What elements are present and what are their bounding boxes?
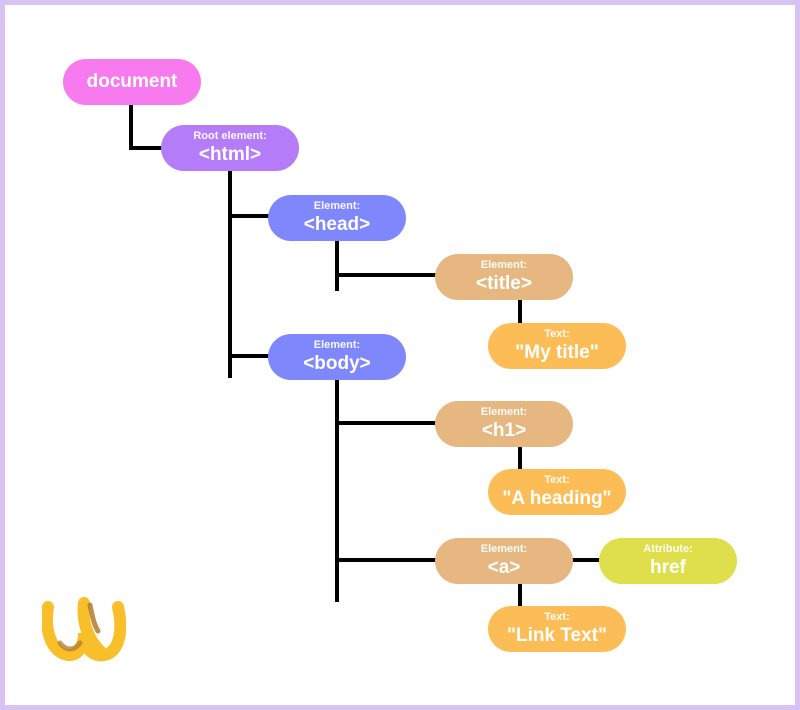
node-title-text-value: "My title" <box>515 341 599 363</box>
node-head-label: Element: <box>313 200 361 213</box>
node-a-attribute-label: Attribute: <box>643 543 693 556</box>
node-a-label: Element: <box>480 543 528 556</box>
node-title-text: Text: "My title" <box>488 323 626 369</box>
node-h1-tag: <h1> <box>481 419 527 441</box>
logo-icon <box>42 597 126 662</box>
node-h1-text-label: Text: <box>544 474 570 487</box>
node-a-text: Text: "Link Text" <box>488 606 626 652</box>
node-a-text-label: Text: <box>544 611 570 624</box>
node-body-tag: <body> <box>303 352 371 374</box>
node-head: Element: <head> <box>268 195 406 241</box>
node-document: document <box>63 59 201 105</box>
node-html: Root element: <html> <box>161 125 299 171</box>
node-html-label: Root element: <box>193 130 267 143</box>
node-h1: Element: <h1> <box>435 401 573 447</box>
connector-document-html <box>129 101 163 150</box>
node-title: Element: <title> <box>435 254 573 300</box>
node-h1-text-value: "A heading" <box>502 487 612 509</box>
node-title-text-label: Text: <box>544 328 570 341</box>
node-a-attribute: Attribute: href <box>599 538 737 584</box>
node-title-label: Element: <box>480 259 528 272</box>
node-a: Element: <a> <box>435 538 573 584</box>
node-body-label: Element: <box>313 339 361 352</box>
node-body: Element: <body> <box>268 334 406 380</box>
node-head-tag: <head> <box>303 213 371 235</box>
node-a-attribute-value: href <box>650 556 686 578</box>
node-h1-text: Text: "A heading" <box>488 469 626 515</box>
node-title-tag: <title> <box>476 272 532 294</box>
node-h1-label: Element: <box>480 406 528 419</box>
node-a-tag: <a> <box>487 556 521 578</box>
node-a-text-value: "Link Text" <box>506 624 607 646</box>
node-document-tag: document <box>86 71 178 93</box>
node-html-tag: <html> <box>198 143 262 165</box>
